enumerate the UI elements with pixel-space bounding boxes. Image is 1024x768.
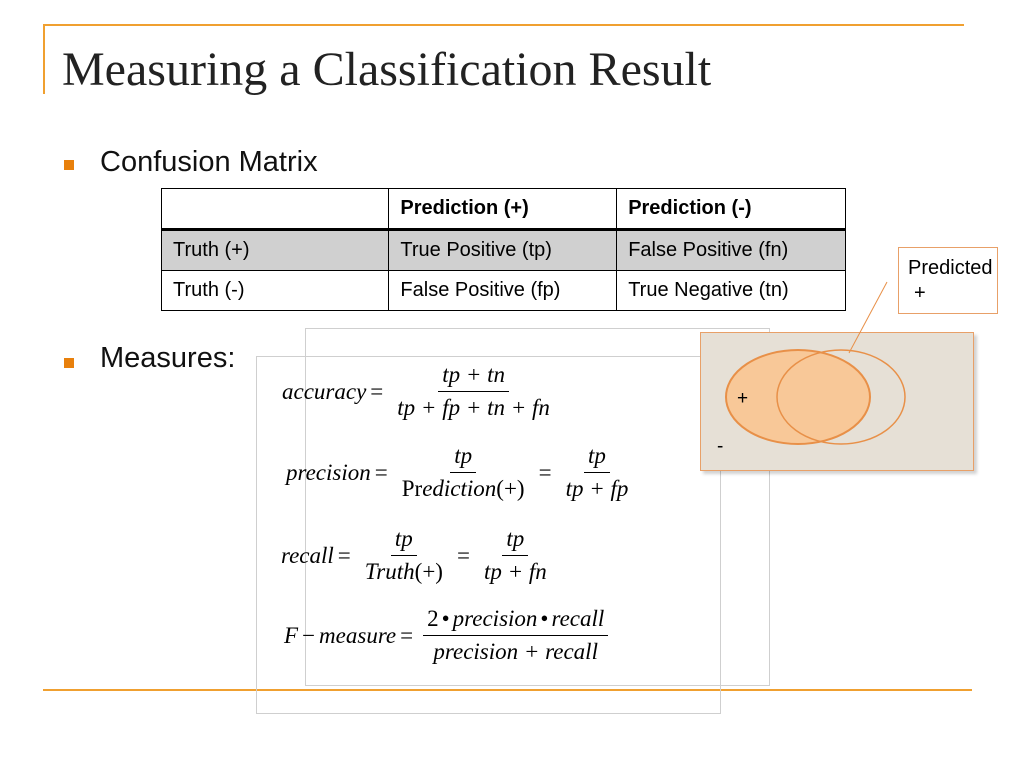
table-cell: True Negative (tn) bbox=[616, 270, 846, 311]
truth-circle bbox=[725, 349, 871, 445]
table-row: Truth (+) True Positive (tp) False Posit… bbox=[160, 229, 846, 271]
formula-lhs: recall bbox=[281, 542, 334, 568]
formula-precision: precision = tp Prediction(+) = tp tp + f… bbox=[286, 443, 638, 502]
bullet-marker bbox=[64, 160, 74, 170]
predicted-circle bbox=[776, 349, 906, 445]
bullet-confusion-matrix: Confusion Matrix bbox=[100, 146, 318, 178]
header-cell-prediction-neg: Prediction (-) bbox=[616, 188, 846, 231]
fraction: tp Truth(+) bbox=[361, 526, 447, 585]
table-cell: Truth (-) bbox=[160, 270, 390, 311]
equals-sign: = bbox=[374, 459, 388, 485]
table-cell: Truth (+) bbox=[160, 229, 390, 271]
fraction: tp tp + fp bbox=[562, 443, 633, 502]
table-cell: True Positive (tp) bbox=[388, 229, 618, 271]
denominator: Prediction(+) bbox=[401, 476, 525, 501]
fraction: tp tp + fn bbox=[480, 526, 551, 585]
table-cell: False Positive (fp) bbox=[388, 270, 618, 311]
left-rule bbox=[43, 24, 45, 94]
denominator: Truth(+) bbox=[364, 559, 443, 584]
denominator: tp + fn bbox=[483, 559, 547, 584]
formula-lhs: accuracy bbox=[282, 378, 367, 404]
equation-frame-outer bbox=[305, 328, 770, 686]
header-cell-empty bbox=[160, 188, 390, 231]
numerator: tp bbox=[502, 526, 529, 556]
equals-sign: = bbox=[337, 542, 351, 568]
callout-pointer bbox=[848, 281, 888, 354]
callout-line-1: Predicted bbox=[908, 257, 993, 279]
numerator: tp bbox=[584, 443, 610, 473]
formula-lhs-f: F bbox=[284, 622, 299, 648]
formula-lhs-rest: measure bbox=[319, 622, 397, 648]
numerator: tp bbox=[450, 443, 477, 473]
fraction: 2•precision•recall precision + recall bbox=[423, 606, 609, 665]
confusion-matrix-table: Prediction (+) Prediction (-) Truth (+) … bbox=[160, 188, 846, 311]
fraction: tp Prediction(+) bbox=[398, 443, 529, 502]
venn-minus-label: - bbox=[717, 436, 724, 457]
minus-sign: − bbox=[302, 622, 316, 648]
callout-line-2: + bbox=[914, 282, 926, 304]
formula-f-measure: F − measure = 2•precision•recall precisi… bbox=[284, 606, 614, 665]
bottom-rule bbox=[43, 689, 972, 691]
slide-title: Measuring a Classification Result bbox=[62, 43, 712, 96]
numerator: tp + tn bbox=[438, 362, 509, 392]
equals-sign: = bbox=[400, 622, 414, 648]
table-row: Truth (-) False Positive (fp) True Negat… bbox=[160, 270, 846, 311]
equals-sign: = bbox=[370, 378, 384, 404]
bullet-measures: Measures: bbox=[100, 342, 236, 374]
header-cell-prediction-pos: Prediction (+) bbox=[388, 188, 618, 231]
formula-accuracy: accuracy = tp + tn tp + fp + tn + fn bbox=[282, 362, 560, 421]
equals-sign: = bbox=[538, 459, 552, 485]
fraction: tp + tn tp + fp + tn + fn bbox=[393, 362, 554, 421]
numerator: 2•precision•recall bbox=[423, 606, 609, 636]
formula-lhs: precision bbox=[286, 459, 371, 485]
denominator: tp + fp bbox=[565, 476, 629, 501]
venn-plus-label: + bbox=[737, 388, 749, 409]
equation-frame-inner bbox=[256, 356, 721, 714]
table-header-row: Prediction (+) Prediction (-) bbox=[160, 188, 846, 231]
equals-sign: = bbox=[456, 542, 470, 568]
denominator: precision + recall bbox=[433, 639, 598, 664]
numerator: tp bbox=[390, 526, 417, 556]
denominator: tp + fp + tn + fn bbox=[397, 395, 550, 420]
top-rule bbox=[43, 24, 964, 26]
formula-recall: recall = tp Truth(+) = tp tp + fn bbox=[281, 526, 557, 585]
predicted-callout: Predicted + bbox=[898, 247, 998, 314]
table-cell: False Positive (fn) bbox=[616, 229, 846, 271]
bullet-marker bbox=[64, 358, 74, 368]
